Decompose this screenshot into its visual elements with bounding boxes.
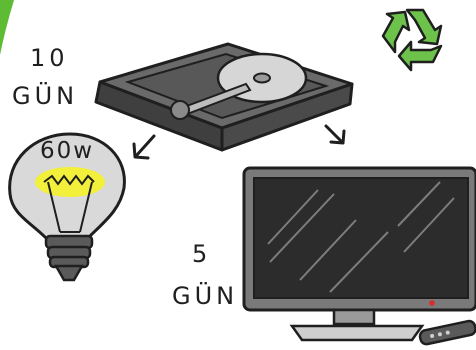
recycle-icon [383,10,441,70]
hard-drive-icon [96,44,352,150]
tv-days-number: 5 [192,240,211,268]
remote-control-icon [419,320,476,345]
arrow-to-tv [326,126,344,143]
bulb-days-unit: GÜN [12,82,78,110]
tv-days-unit: GÜN [172,282,238,310]
bulb-wattage-label: 60w [40,138,94,164]
tv-stand [292,326,422,340]
tv-neck [334,310,374,324]
bulb-base [46,236,92,280]
television-icon [244,168,476,340]
power-light [429,300,435,306]
corner-swoosh [0,0,14,55]
arrow-to-bulb [134,136,154,158]
bulb-days-number: 10 [30,44,69,72]
tv-screen [254,178,468,298]
